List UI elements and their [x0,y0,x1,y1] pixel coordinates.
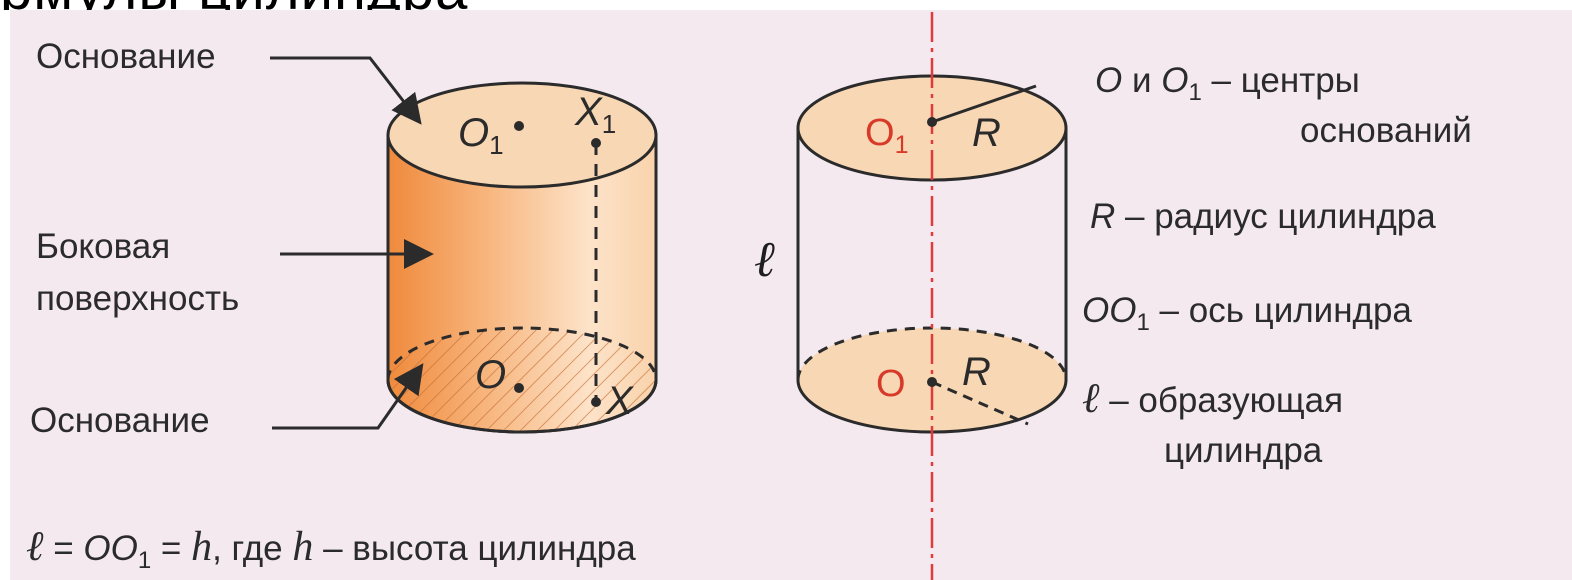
legend-centers-line2: оснований [1300,111,1472,150]
radius-bottom-line [931,380,1029,426]
title-strip: рмулы цилиндра [0,0,1572,10]
page-title: рмулы цилиндра [0,0,468,10]
label-base-bottom: Основание [30,401,210,440]
label-lateral-line2: поверхность [36,279,239,318]
right-generator-label: ℓ [754,231,775,287]
left-point-o-dot [514,383,524,393]
arrow-base-top [270,56,422,125]
left-cylinder: O1 X1 O X Основание Боковая поверхность … [30,37,658,440]
radius-top-line [931,84,1037,124]
legend-axis: OO1 – ось цилиндра [1082,291,1412,336]
legend-generator-line1: ℓ – образующая [1082,376,1343,422]
left-top-base [386,81,658,189]
left-point-o1-label: O1 [458,111,504,160]
left-point-x-label: X [605,379,634,423]
formula: ℓ = OO1 = h, где h – высота цилиндра [26,524,636,574]
right-point-o-dot [927,377,937,387]
legend-radius: R – радиус цилиндра [1090,197,1436,236]
right-point-o-label: O [876,363,906,405]
legend: O и O1 – центры оснований R – радиус цил… [1082,61,1472,470]
left-base-hatch [388,328,656,432]
arrow-base-bottom [272,363,424,430]
diagram-panel [10,10,1572,580]
left-point-x1-dot [591,138,601,148]
right-point-o1-label: O1 [865,112,908,159]
label-lateral-line1: Боковая [36,227,170,266]
right-radius-bottom-label: R [962,350,991,394]
left-point-o-label: O [475,353,506,397]
left-point-o1-dot [514,121,524,131]
right-cylinder: O1 R O R ℓ [754,12,1068,580]
right-radius-top-label: R [972,111,1001,155]
left-point-x-dot [591,397,601,407]
left-base-visible-edge [386,379,658,434]
right-point-o1-dot [927,117,937,127]
left-base-hidden-edge [386,326,658,381]
label-base-top: Основание [36,37,216,76]
left-point-x1-label: X1 [574,90,616,139]
legend-generator-line2: цилиндра [1164,431,1323,470]
legend-centers-line1: O и O1 – центры [1095,61,1360,106]
